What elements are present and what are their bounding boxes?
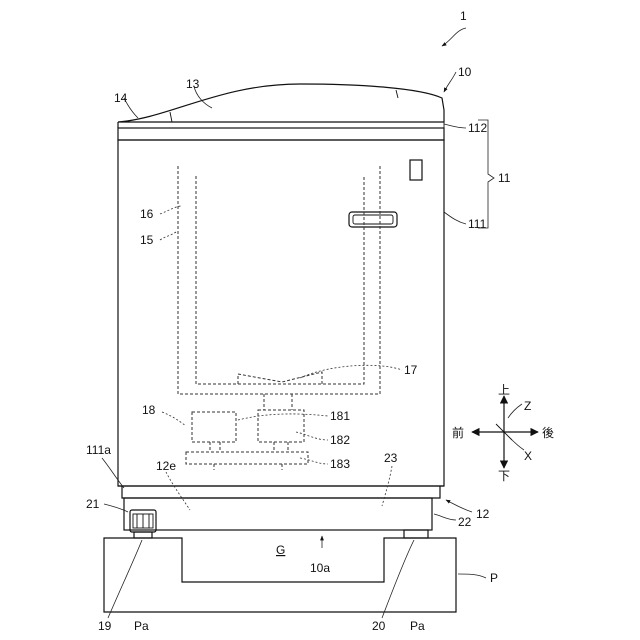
top-cover — [118, 84, 444, 128]
foot-19 — [130, 510, 156, 538]
ref-10a: 10a — [310, 561, 330, 575]
ref-182: 182 — [330, 433, 350, 447]
ref-G: G — [276, 543, 285, 557]
axis-z-label: Z — [524, 399, 531, 413]
foot-20 — [404, 530, 428, 538]
ref-20: 20 — [372, 619, 386, 633]
pulsator — [238, 372, 322, 384]
ref-Pa-right: Pa — [410, 619, 425, 633]
axis-down-label: 下 — [498, 469, 510, 483]
handle — [349, 212, 397, 227]
ref-12: 12 — [476, 507, 490, 521]
ref-Pa-left: Pa — [134, 619, 149, 633]
ref-16: 16 — [140, 207, 154, 221]
ref-1: 1 — [460, 9, 467, 23]
ref-111: 111 — [468, 217, 487, 231]
ref-13: 13 — [186, 77, 200, 91]
drive-unit-182 — [258, 410, 304, 442]
axis-x-label: X — [524, 449, 532, 463]
ref-111a: 111a — [86, 443, 111, 457]
base-frame — [122, 486, 440, 530]
shaft — [264, 394, 292, 410]
ref-10: 10 — [458, 65, 472, 79]
ref-18: 18 — [142, 403, 156, 417]
ref-12e: 12e — [156, 459, 176, 473]
ref-P: P — [490, 571, 498, 585]
ref-11: 11 — [498, 171, 511, 185]
ref-112: 112 — [468, 121, 487, 135]
outer-cabinet — [118, 128, 444, 486]
ref-23: 23 — [384, 451, 398, 465]
ref-22: 22 — [458, 515, 472, 529]
outer-tub — [178, 166, 380, 394]
ref-181: 181 — [330, 409, 350, 423]
axis-up-label: 上 — [498, 383, 510, 397]
axis-front-label: 前 — [452, 425, 464, 440]
ref-183: 183 — [330, 457, 350, 471]
axis-back-label: 後 — [542, 426, 554, 440]
mount-plate-183 — [186, 452, 308, 464]
ref-15: 15 — [140, 233, 154, 247]
indicator-window — [410, 160, 422, 180]
ref-17: 17 — [404, 363, 418, 377]
inner-tub — [196, 176, 364, 384]
ref-21: 21 — [86, 497, 100, 511]
drive-unit-181 — [192, 412, 236, 442]
ref-14: 14 — [114, 91, 128, 105]
ref-19: 19 — [98, 619, 112, 633]
